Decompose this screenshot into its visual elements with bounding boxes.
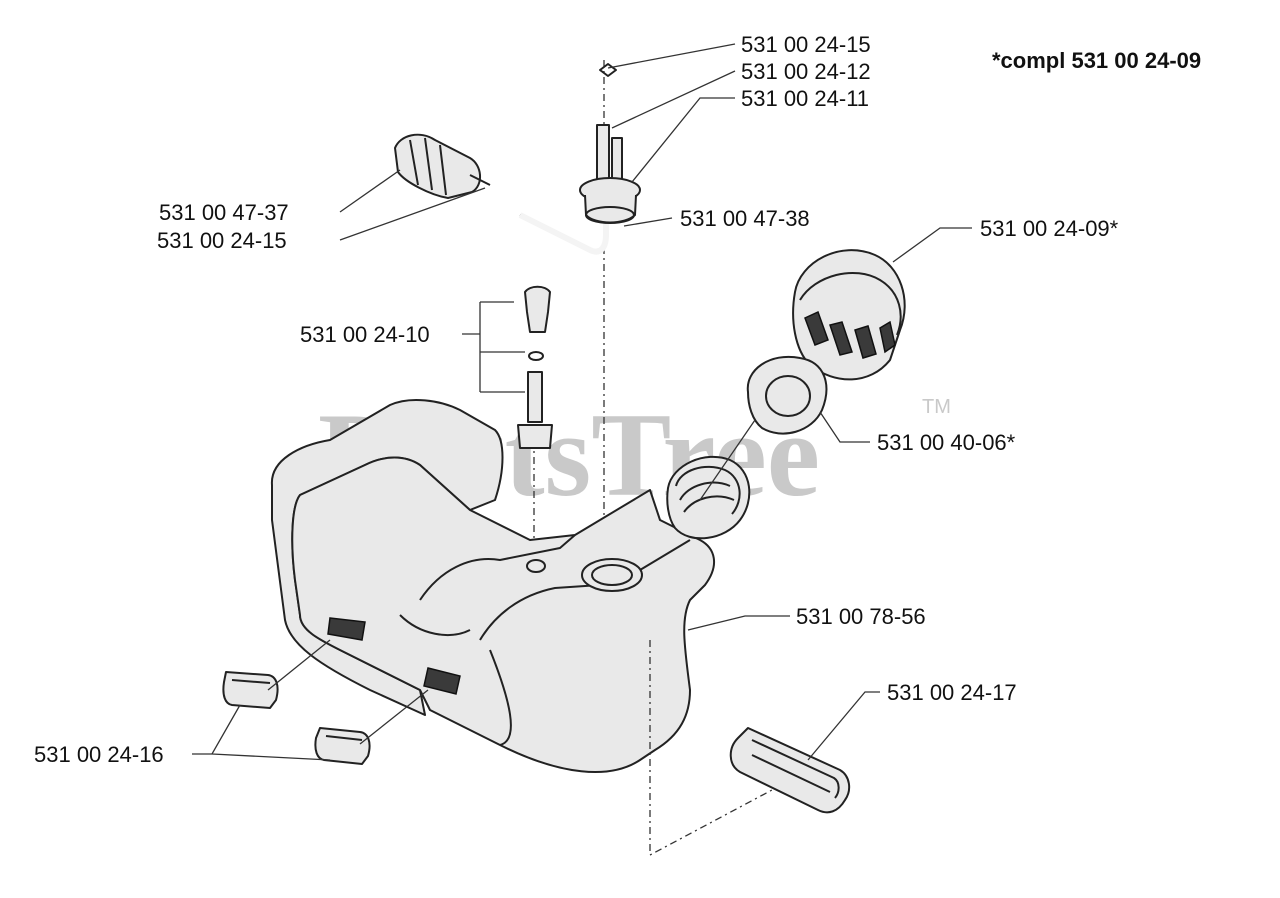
filler-neck-ring[interactable] <box>666 455 751 540</box>
part-label[interactable]: 531 00 24-12 <box>741 59 871 84</box>
part-label[interactable]: 531 00 24-17 <box>887 680 1017 705</box>
leader-l1 <box>607 43 736 69</box>
leader-foot-1 <box>267 639 331 691</box>
part-label[interactable]: 531 00 78-56 <box>796 604 926 629</box>
part-label[interactable]: 531 00 47-38 <box>680 206 810 231</box>
leader-l7 <box>892 227 972 263</box>
part-label[interactable]: 531 00 24-09* <box>980 216 1119 241</box>
fuel-filter[interactable] <box>394 133 491 199</box>
leader-l11 <box>807 691 880 761</box>
fuel-tank[interactable] <box>270 399 715 773</box>
part-label[interactable]: 531 00 24-16 <box>34 742 164 767</box>
leader-ring-retainer <box>699 419 756 501</box>
leader-l6 <box>623 217 673 227</box>
leader-l4 <box>339 169 401 213</box>
vent-valve[interactable] <box>517 285 553 449</box>
part-label[interactable]: 531 00 24-15 <box>741 32 871 57</box>
rubber-foot-2[interactable] <box>314 727 371 765</box>
fuel-cap[interactable] <box>792 249 906 381</box>
leader-foot-2 <box>359 689 429 745</box>
fuel-line[interactable] <box>518 212 609 255</box>
leader-l3 <box>631 97 735 183</box>
complete-kit-note: *compl 531 00 24-09 <box>992 48 1201 73</box>
valve-bracket-leader <box>479 301 525 393</box>
plate-leader-dash <box>649 640 773 857</box>
part-label[interactable]: 531 00 24-11 <box>741 86 869 111</box>
part-label[interactable]: 531 00 40-06* <box>877 430 1016 455</box>
part-label[interactable]: 531 00 24-15 <box>157 228 287 253</box>
vent-washer[interactable] <box>599 63 617 77</box>
leader-l12 <box>192 704 331 761</box>
trademark: TM <box>922 396 951 418</box>
rubber-foot-1[interactable] <box>222 671 279 709</box>
part-label[interactable]: 531 00 47-37 <box>159 200 289 225</box>
leader-l2 <box>611 70 736 129</box>
leader-l10 <box>687 615 790 631</box>
tank-grommet[interactable] <box>579 124 641 224</box>
part-label[interactable]: 531 00 24-10 <box>300 322 430 347</box>
leader-l5 <box>339 187 486 241</box>
cap-retainer[interactable] <box>746 355 828 435</box>
leader-l9 <box>819 411 870 443</box>
tank-plate[interactable] <box>729 727 851 814</box>
